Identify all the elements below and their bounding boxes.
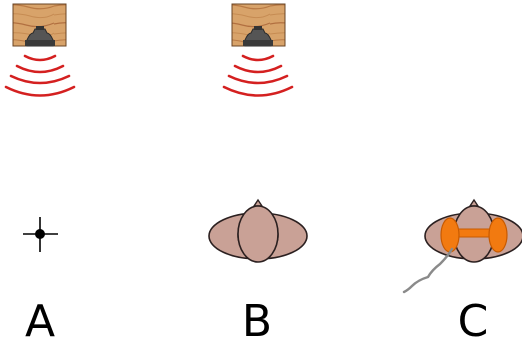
listener-headphones-icon bbox=[424, 198, 522, 263]
point-microphone-icon bbox=[23, 217, 58, 252]
sound-waves-icon bbox=[222, 54, 294, 97]
panel-label-a: A bbox=[24, 296, 56, 347]
speaker-icon bbox=[12, 3, 67, 47]
listener-head-icon bbox=[208, 198, 308, 263]
cable-icon bbox=[402, 247, 454, 294]
speaker-icon bbox=[231, 3, 286, 47]
panel-label-c: C bbox=[457, 296, 489, 347]
sound-waves-icon bbox=[4, 54, 76, 97]
panel-label-b: B bbox=[241, 296, 273, 347]
